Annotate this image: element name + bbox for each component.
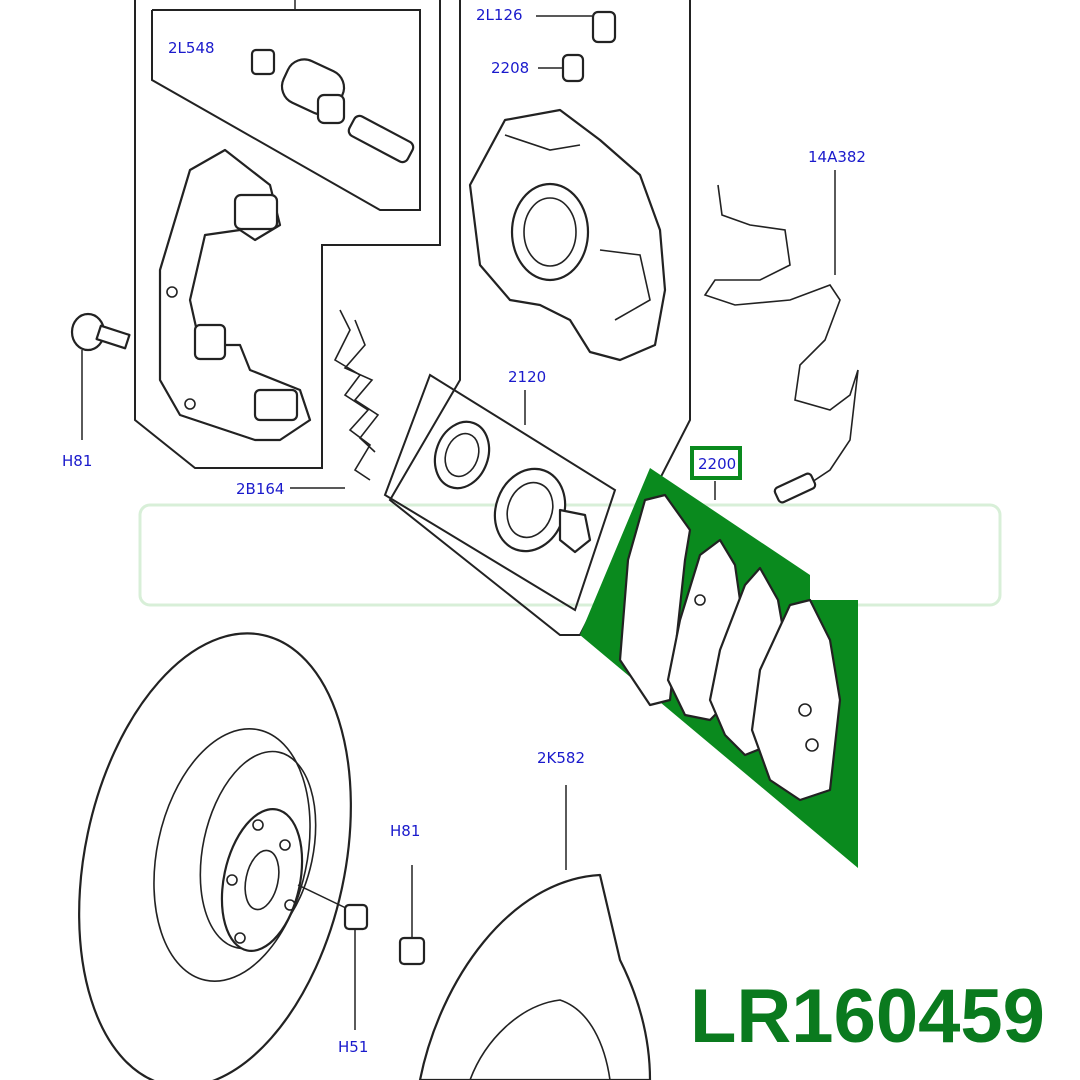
seal-kit-box — [383, 373, 617, 612]
bleed-screw — [536, 10, 617, 83]
brake-pad-set-highlight — [580, 446, 858, 868]
anti-rattle-clip — [290, 309, 380, 489]
caliper-assembly-frame — [134, 0, 691, 636]
callout-14A382: 14A382 — [808, 148, 866, 166]
brake-disc — [78, 632, 352, 1080]
callout-2208: 2208 — [491, 59, 529, 77]
pin-bolt-head — [250, 48, 276, 76]
splash-shield — [418, 785, 652, 1080]
guide-pin — [347, 114, 415, 164]
callout-H51: H51 — [338, 1038, 368, 1056]
wear-sensor-cable — [703, 170, 859, 504]
part-number-label: LR160459 — [690, 974, 1045, 1059]
disc-retaining-screw — [343, 903, 369, 1030]
callout-2L548: 2L548 — [168, 39, 215, 57]
caliper-body — [468, 108, 667, 362]
bracket-bolt — [70, 312, 131, 440]
callout-2200: 2200 — [698, 455, 736, 473]
callout-H81-lower: H81 — [390, 822, 420, 840]
guide-pin-kit-box — [151, 0, 421, 211]
callout-labels: 2L548 2L126 2208 14A382 H81 2120 2B164 2… — [62, 6, 866, 1056]
callout-2120: 2120 — [508, 368, 546, 386]
watermark — [138, 503, 1002, 607]
callout-2B164: 2B164 — [236, 480, 284, 498]
pin-bushing — [316, 93, 346, 125]
shield-nut — [398, 865, 426, 966]
callout-H81: H81 — [62, 452, 92, 470]
callout-2L126: 2L126 — [476, 6, 523, 24]
brake-pad — [618, 493, 842, 802]
callout-2K582: 2K582 — [537, 749, 585, 767]
caliper-bracket — [158, 148, 312, 442]
